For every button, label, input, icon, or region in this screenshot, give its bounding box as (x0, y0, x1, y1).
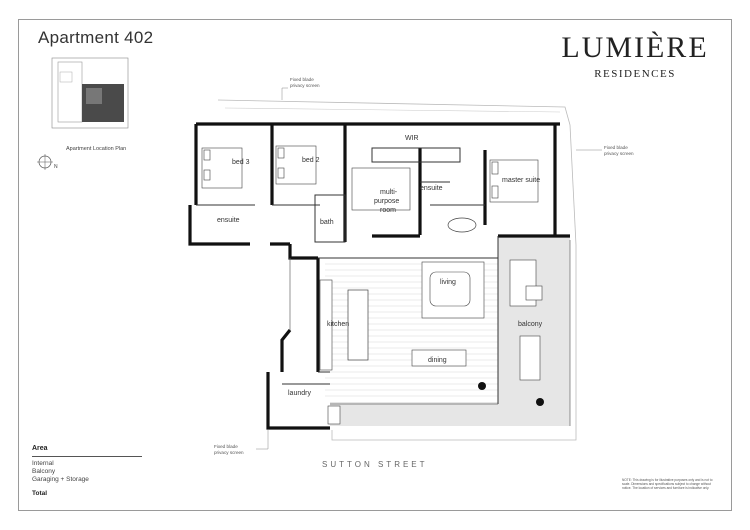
column (536, 398, 544, 406)
kitchen-island (347, 289, 369, 361)
room-label-dining: dining (428, 357, 447, 364)
master-bed (489, 159, 539, 203)
walls (188, 122, 570, 430)
room-label-multi-3: room (380, 207, 396, 214)
laundry-appliance (327, 405, 341, 425)
room-label-bed3: bed 3 (232, 159, 250, 166)
column (478, 382, 486, 390)
room-label-balcony: balcony (518, 321, 543, 328)
room-label-multi-1: multi- (380, 189, 398, 196)
room-label-bed2: bed 2 (302, 157, 320, 164)
area-row-internal: Internal (32, 460, 54, 467)
brand-name: LUMIÈRE (561, 31, 709, 64)
bed3-bed (201, 147, 243, 189)
privacy-note-top-line2: privacy screen (290, 82, 320, 88)
area-row-garaging: Garaging + Storage (32, 476, 89, 483)
room-label-wir: WIR (405, 135, 419, 142)
location-key-plan (51, 57, 129, 129)
room-label-ensuite-left: ensuite (217, 217, 240, 224)
drawing-sheet-border (18, 19, 732, 511)
area-row-balcony: Balcony (32, 468, 56, 475)
interior-partitions (196, 147, 499, 404)
brand-logo: LUMIÈRE RESIDENCES (560, 31, 710, 81)
bed2-bed (275, 145, 317, 185)
privacy-note-bottom-line1: Fixed blade (214, 444, 238, 449)
privacy-note-right-line2: privacy screen (604, 150, 634, 156)
area-divider (32, 456, 142, 457)
brand-subtitle: RESIDENCES (594, 68, 676, 80)
glazing (289, 240, 571, 426)
privacy-note-top: Fixed blade privacy screen (290, 77, 320, 88)
room-label-multi-2: purpose (374, 198, 399, 205)
street-name: SUTTON STREET (322, 460, 428, 469)
room-label-laundry: laundry (288, 390, 311, 397)
disclaimer-note: NOTE: This drawing is for illustrative p… (622, 478, 713, 490)
room-label-ensuite-right: ensuite (420, 185, 443, 192)
bathtub (447, 217, 477, 233)
apartment-title: Apartment 402 (38, 28, 154, 47)
living-sofa (421, 261, 485, 319)
privacy-note-right: Fixed blade privacy screen (604, 145, 634, 156)
area-heading: Area (32, 445, 48, 452)
privacy-note-bottom: Fixed blade privacy screen (214, 444, 244, 455)
balcony-furniture (509, 259, 543, 381)
north-arrow-icon: N (37, 154, 58, 170)
dining-table (411, 349, 467, 367)
multi-purpose-bed (351, 167, 411, 211)
note-leaders (256, 87, 602, 450)
room-label-kitchen: kitchen (327, 321, 349, 328)
room-label-master: master suite (502, 177, 540, 184)
svg-text:N: N (54, 164, 58, 170)
room-label-living: living (440, 279, 456, 286)
keyplan-caption: Apartment Location Plan (66, 146, 127, 152)
site-boundary (217, 99, 577, 441)
area-total: Total (32, 490, 48, 497)
privacy-note-top-line1: Fixed blade (290, 77, 314, 82)
room-label-bath: bath (320, 219, 334, 226)
privacy-note-right-line1: Fixed blade (604, 145, 628, 150)
privacy-note-bottom-line2: privacy screen (214, 449, 244, 455)
kitchen-bench (319, 279, 333, 371)
